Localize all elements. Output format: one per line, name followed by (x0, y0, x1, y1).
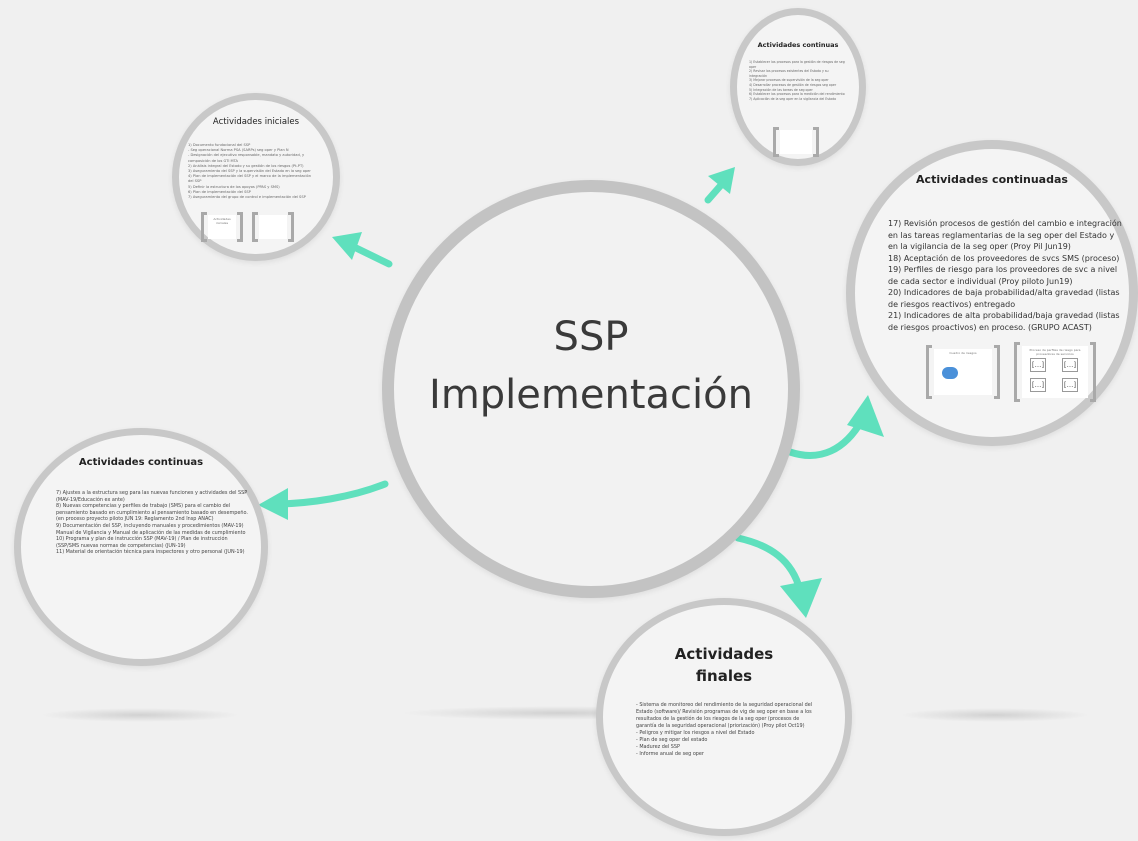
cont-left-title: Actividades continuas (78, 457, 204, 468)
thumb-cell: [...] (1030, 378, 1046, 392)
arrowhead-cont-left (258, 488, 288, 520)
arrowhead-cont-top (708, 167, 735, 194)
node-actividades-continuadas[interactable] (846, 140, 1138, 446)
finales-title-line1: Actividades (674, 645, 774, 663)
iniciales-thumbnail-2[interactable] (252, 212, 294, 242)
node-actividades-continuas-top[interactable] (730, 8, 866, 166)
main-title-line2: Implementación (429, 372, 753, 418)
cont-left-item: 10) Programa y plan de instrucción SSP (… (56, 536, 228, 549)
cont-top-item: 2) Revisar los procesos existentes del E… (749, 69, 829, 78)
continuadas-item: 17) Revisión procesos de gestión del cam… (888, 219, 1122, 251)
arrowhead-continuadas (847, 395, 884, 437)
floor-shadow-left (40, 708, 240, 722)
continuadas-item: 19) Perfiles de riesgo para los proveedo… (888, 265, 1118, 286)
cont-left-item: 8) Nuevas competencias y perfiles de tra… (56, 503, 248, 523)
node-actividades-iniciales[interactable] (172, 93, 340, 261)
iniciales-title: Actividades iniciales (212, 117, 300, 127)
thumb-cell: [...] (1062, 358, 1078, 372)
arrowhead-iniciales (332, 232, 362, 260)
continuadas-thumbnail-1[interactable]: Cuadro de riesgos (926, 345, 1000, 399)
iniciales-item: 5) Definir la estructura de los apoyos (… (188, 184, 280, 189)
cont-top-item: 5) Integración de las tareas de seg oper (749, 87, 813, 92)
node-actividades-finales[interactable] (596, 598, 852, 836)
iniciales-item: 4) Plan de implementación del SSP y el m… (188, 174, 311, 179)
iniciales-item: - Seg operacional Norma PSA (SARPs) seg … (188, 148, 289, 153)
continuadas-thumbnail-2[interactable]: Proceso de perfiles de riesgo para prove… (1014, 342, 1096, 402)
continuadas-body: 17) Revisión procesos de gestión del cam… (888, 218, 1126, 333)
finales-title-line2: finales (695, 667, 753, 685)
arrow-to-continuadas (786, 416, 866, 459)
cont-top-item: 4) Desarrollar procesos de gestión de ri… (749, 82, 837, 87)
cont-top-item: 3) Mejorar procesos de supervisión de la… (749, 78, 829, 83)
floor-shadow-right (900, 708, 1090, 722)
thumb-cell: [...] (1030, 358, 1046, 372)
cont-top-item: 1) Establecer los procesos para la gesti… (749, 60, 845, 69)
continuadas-item: 21) Indicadores de alta probabilidad/baj… (888, 311, 1120, 332)
node-actividades-continuas-left[interactable] (14, 428, 268, 666)
cont-top-thumbnail[interactable] (773, 127, 819, 157)
cont-left-item: 11) Material de orientación técnica para… (56, 549, 245, 556)
arrow-to-cont-left (276, 480, 389, 508)
finales-item: - Informe anual de seg oper (636, 751, 704, 757)
iniciales-item: - Designación del ejecutivo responsable,… (188, 153, 305, 158)
iniciales-item: composición de los GTI MTA (188, 158, 238, 163)
iniciales-body: 1) Documento fundacional del SSP - Seg o… (188, 143, 324, 200)
thumb-cell: [...] (1062, 378, 1078, 392)
cont-top-title: Actividades continuas (757, 41, 839, 49)
cloud-icon (942, 367, 958, 379)
arrow-to-cont-top (704, 180, 726, 204)
iniciales-item: 6) Plan de implementación del SSP (188, 189, 251, 194)
main-title-line1: SSP (553, 314, 629, 360)
iniciales-thumbnail-1[interactable]: Actividades iniciales (201, 212, 243, 242)
cont-left-item: 9) Documentación del SSP, incluyendo man… (56, 522, 246, 536)
continuadas-title: Actividades continuadas (916, 173, 1068, 186)
iniciales-item: 1) Documento fundacional del SSP (188, 143, 251, 147)
arrow-to-finales (734, 534, 804, 594)
finales-item: - Plan de seg oper del estado (636, 737, 708, 743)
iniciales-item: 7) Aseguramiento del grupo de control e … (188, 195, 306, 200)
finales-body: - Sistema de monitoreo del rendimiento d… (636, 702, 818, 758)
cont-left-body: 7) Ajustes a la estructura seg para las … (56, 490, 252, 556)
finales-item: - Sistema de monitoreo del rendimiento d… (636, 702, 813, 729)
continuadas-item: 20) Indicadores de baja probabilidad/alt… (888, 288, 1120, 309)
iniciales-item: del SSP (188, 179, 202, 184)
finales-item: - Peligros y mitigar los riesgos a nivel… (636, 730, 755, 736)
cont-top-item: 6) Establecer los procesos para la medic… (749, 92, 845, 97)
arrow-to-iniciales (348, 242, 393, 268)
iniciales-item: 3) Aseguramiento del SSP y la supervisió… (188, 169, 311, 174)
cont-top-body: 1) Establecer los procesos para la gesti… (749, 60, 847, 101)
continuadas-item: 18) Aceptación de los proveedores de svc… (888, 253, 1120, 263)
finales-item: - Madurez del SSP (636, 744, 680, 750)
iniciales-item: 2) Análisis integral del Estado y su ges… (188, 163, 304, 168)
cont-top-item: 7) Aplicación de la seg oper en la vigil… (749, 96, 837, 101)
cont-left-item: 7) Ajustes a la estructura seg para las … (56, 490, 248, 503)
arrowhead-finales (780, 578, 822, 618)
